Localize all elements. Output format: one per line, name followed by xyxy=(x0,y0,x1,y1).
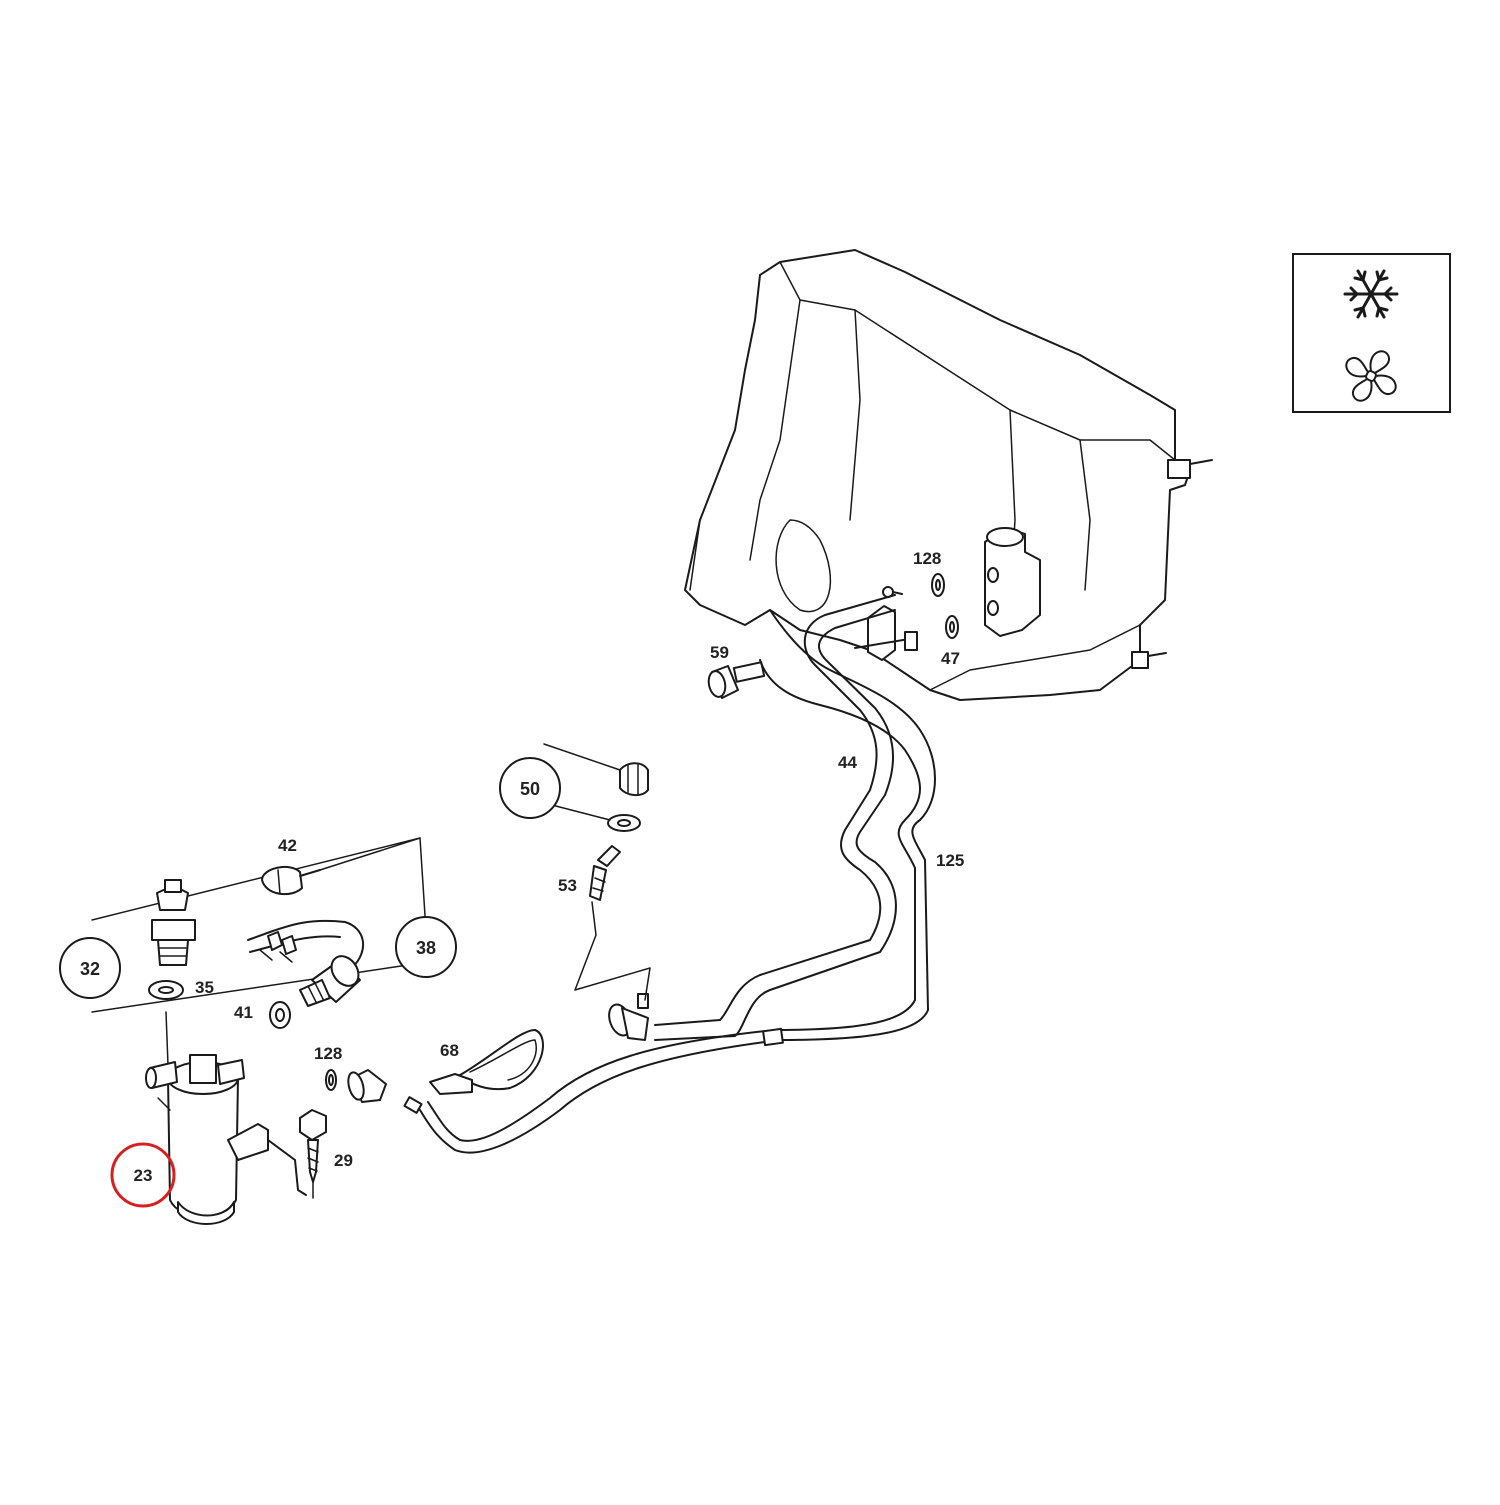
cable-tie-68 xyxy=(429,1029,544,1095)
receiver-dryer xyxy=(145,1054,307,1225)
valve-bracket xyxy=(854,586,918,661)
valve-core-53 xyxy=(589,845,621,901)
callout-125[interactable]: 125 xyxy=(936,851,964,870)
screw-29 xyxy=(299,1109,327,1199)
group-32-38-frame xyxy=(91,837,429,1013)
service-cap xyxy=(619,762,649,796)
fan-icon xyxy=(1345,350,1397,402)
o-ring-128-lower xyxy=(325,1069,337,1091)
callout-32-label: 32 xyxy=(80,959,100,979)
callout-35[interactable]: 35 xyxy=(195,978,214,997)
callout-23-highlighted[interactable]: 23 xyxy=(110,1142,176,1208)
bolt-59 xyxy=(707,661,766,699)
highlight-ring xyxy=(110,1142,176,1208)
line-125 xyxy=(419,609,936,1154)
callout-50[interactable]: 50 xyxy=(499,757,561,819)
callout-41[interactable]: 41 xyxy=(234,1003,253,1022)
leader-53 xyxy=(574,901,651,1001)
callout-68[interactable]: 68 xyxy=(440,1041,459,1060)
callout-32[interactable]: 32 xyxy=(59,937,121,999)
callout-53[interactable]: 53 xyxy=(558,876,577,895)
leader-50-seal xyxy=(547,803,611,821)
o-ring-41 xyxy=(269,1001,291,1029)
leader-50-cap xyxy=(543,743,621,771)
o-ring-128-upper xyxy=(931,573,945,597)
harness-38 xyxy=(247,837,421,1007)
leader-35-dryer xyxy=(165,1011,169,1066)
expansion-valve xyxy=(984,527,1041,637)
callout-44[interactable]: 44 xyxy=(838,753,857,772)
callout-42[interactable]: 42 xyxy=(278,836,297,855)
callout-59[interactable]: 59 xyxy=(710,643,729,662)
switch-32-group xyxy=(91,837,429,1013)
callout-128-lower[interactable]: 128 xyxy=(314,1044,342,1063)
line-44-fitting xyxy=(608,993,649,1041)
legend-box xyxy=(1292,253,1451,413)
callout-47[interactable]: 47 xyxy=(941,649,960,668)
line-44 xyxy=(654,594,897,1041)
callout-23-label: 23 xyxy=(134,1166,153,1185)
line-125-fitting xyxy=(347,1069,423,1114)
snowflake-icon xyxy=(1343,269,1399,319)
callout-50-label: 50 xyxy=(520,779,540,799)
o-ring-47 xyxy=(945,615,959,639)
service-cap-seal xyxy=(607,814,641,832)
callout-29[interactable]: 29 xyxy=(334,1151,353,1170)
callout-128-upper[interactable]: 128 xyxy=(913,549,941,568)
callout-38[interactable]: 38 xyxy=(395,916,457,978)
washer-35 xyxy=(148,980,184,1000)
callout-38-label: 38 xyxy=(416,938,436,958)
